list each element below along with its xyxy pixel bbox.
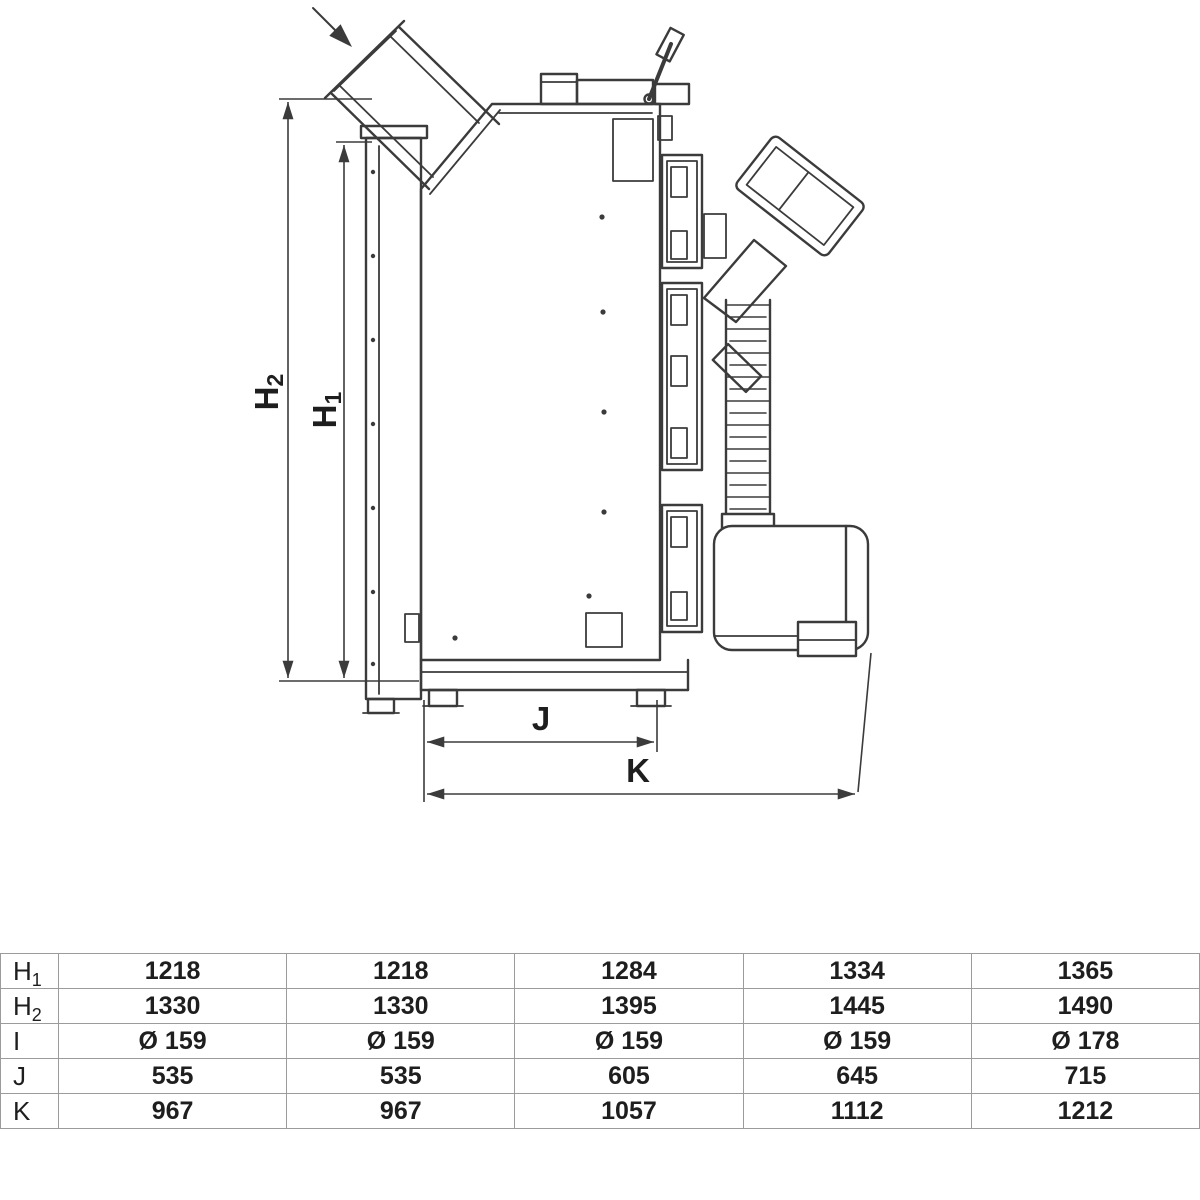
boiler-body-group — [312, 7, 870, 715]
table-cell: 1395 — [514, 988, 744, 1024]
fuel-chute — [323, 19, 501, 191]
rear-panel — [359, 124, 429, 715]
row-label-h1: H1 — [0, 953, 59, 989]
drawing-svg: H2 H1 J K — [248, 7, 872, 802]
feed-direction-arrow-icon — [312, 7, 352, 47]
base-frame — [419, 658, 690, 708]
table-cell: 1330 — [57, 988, 288, 1024]
table-cell: 1330 — [286, 988, 516, 1024]
burner-housing — [712, 524, 870, 658]
table-cell: 1334 — [742, 953, 972, 989]
feeder-duct — [702, 238, 788, 324]
table-cell: 1490 — [970, 988, 1200, 1024]
dim-label-h1: H1 — [306, 391, 346, 428]
top-fittings — [539, 26, 691, 141]
boiler-technical-drawing: H2 H1 J K — [248, 7, 872, 802]
table-cell: 605 — [514, 1058, 744, 1094]
table-cell: 1218 — [57, 953, 288, 989]
table-cell: 1284 — [514, 953, 744, 989]
table-cell: Ø 159 — [514, 1023, 744, 1059]
row-label-j: J — [0, 1058, 59, 1094]
row-label-i: I — [0, 1023, 59, 1059]
flexible-hose — [720, 298, 776, 530]
feeder-motor-box — [735, 135, 865, 257]
table-cell: 967 — [57, 1093, 288, 1129]
table-cell: 535 — [286, 1058, 516, 1094]
table-cell: 967 — [286, 1093, 516, 1129]
table-row-k: K 967 967 1057 1112 1212 — [0, 1093, 1200, 1129]
row-label-h2: H2 — [0, 988, 59, 1024]
sensor-stub-upper — [711, 342, 763, 394]
dimension-lines — [279, 98, 872, 802]
table-cell: 1112 — [742, 1093, 972, 1129]
dimension-table: H1 1218 1218 1284 1334 1365 H2 1330 1330… — [0, 953, 1200, 1129]
table-cell: 1212 — [970, 1093, 1200, 1129]
dim-label-h2: H2 — [248, 374, 288, 411]
table-cell: 645 — [742, 1058, 972, 1094]
dimension-labels: H2 H1 J K — [248, 374, 650, 789]
table-row-i: I Ø 159 Ø 159 Ø 159 Ø 159 Ø 178 — [0, 1023, 1200, 1059]
main-shell — [419, 102, 662, 662]
table-cell: 715 — [970, 1058, 1200, 1094]
flange-blocks — [660, 153, 727, 634]
table-cell: Ø 159 — [57, 1023, 288, 1059]
table-row-h2: H2 1330 1330 1395 1445 1490 — [0, 988, 1200, 1024]
dim-label-j: J — [532, 700, 550, 737]
table-cell: Ø 159 — [286, 1023, 516, 1059]
table-row-h1: H1 1218 1218 1284 1334 1365 — [0, 953, 1200, 989]
table-cell: 535 — [57, 1058, 288, 1094]
dim-label-k: K — [626, 752, 650, 789]
table-cell: 1057 — [514, 1093, 744, 1129]
row-label-k: K — [0, 1093, 59, 1129]
table-row-j: J 535 535 605 645 715 — [0, 1058, 1200, 1094]
table-cell: 1445 — [742, 988, 972, 1024]
table-cell: Ø 178 — [970, 1023, 1200, 1059]
table-cell: Ø 159 — [742, 1023, 972, 1059]
table-cell: 1218 — [286, 953, 516, 989]
table-cell: 1365 — [970, 953, 1200, 989]
